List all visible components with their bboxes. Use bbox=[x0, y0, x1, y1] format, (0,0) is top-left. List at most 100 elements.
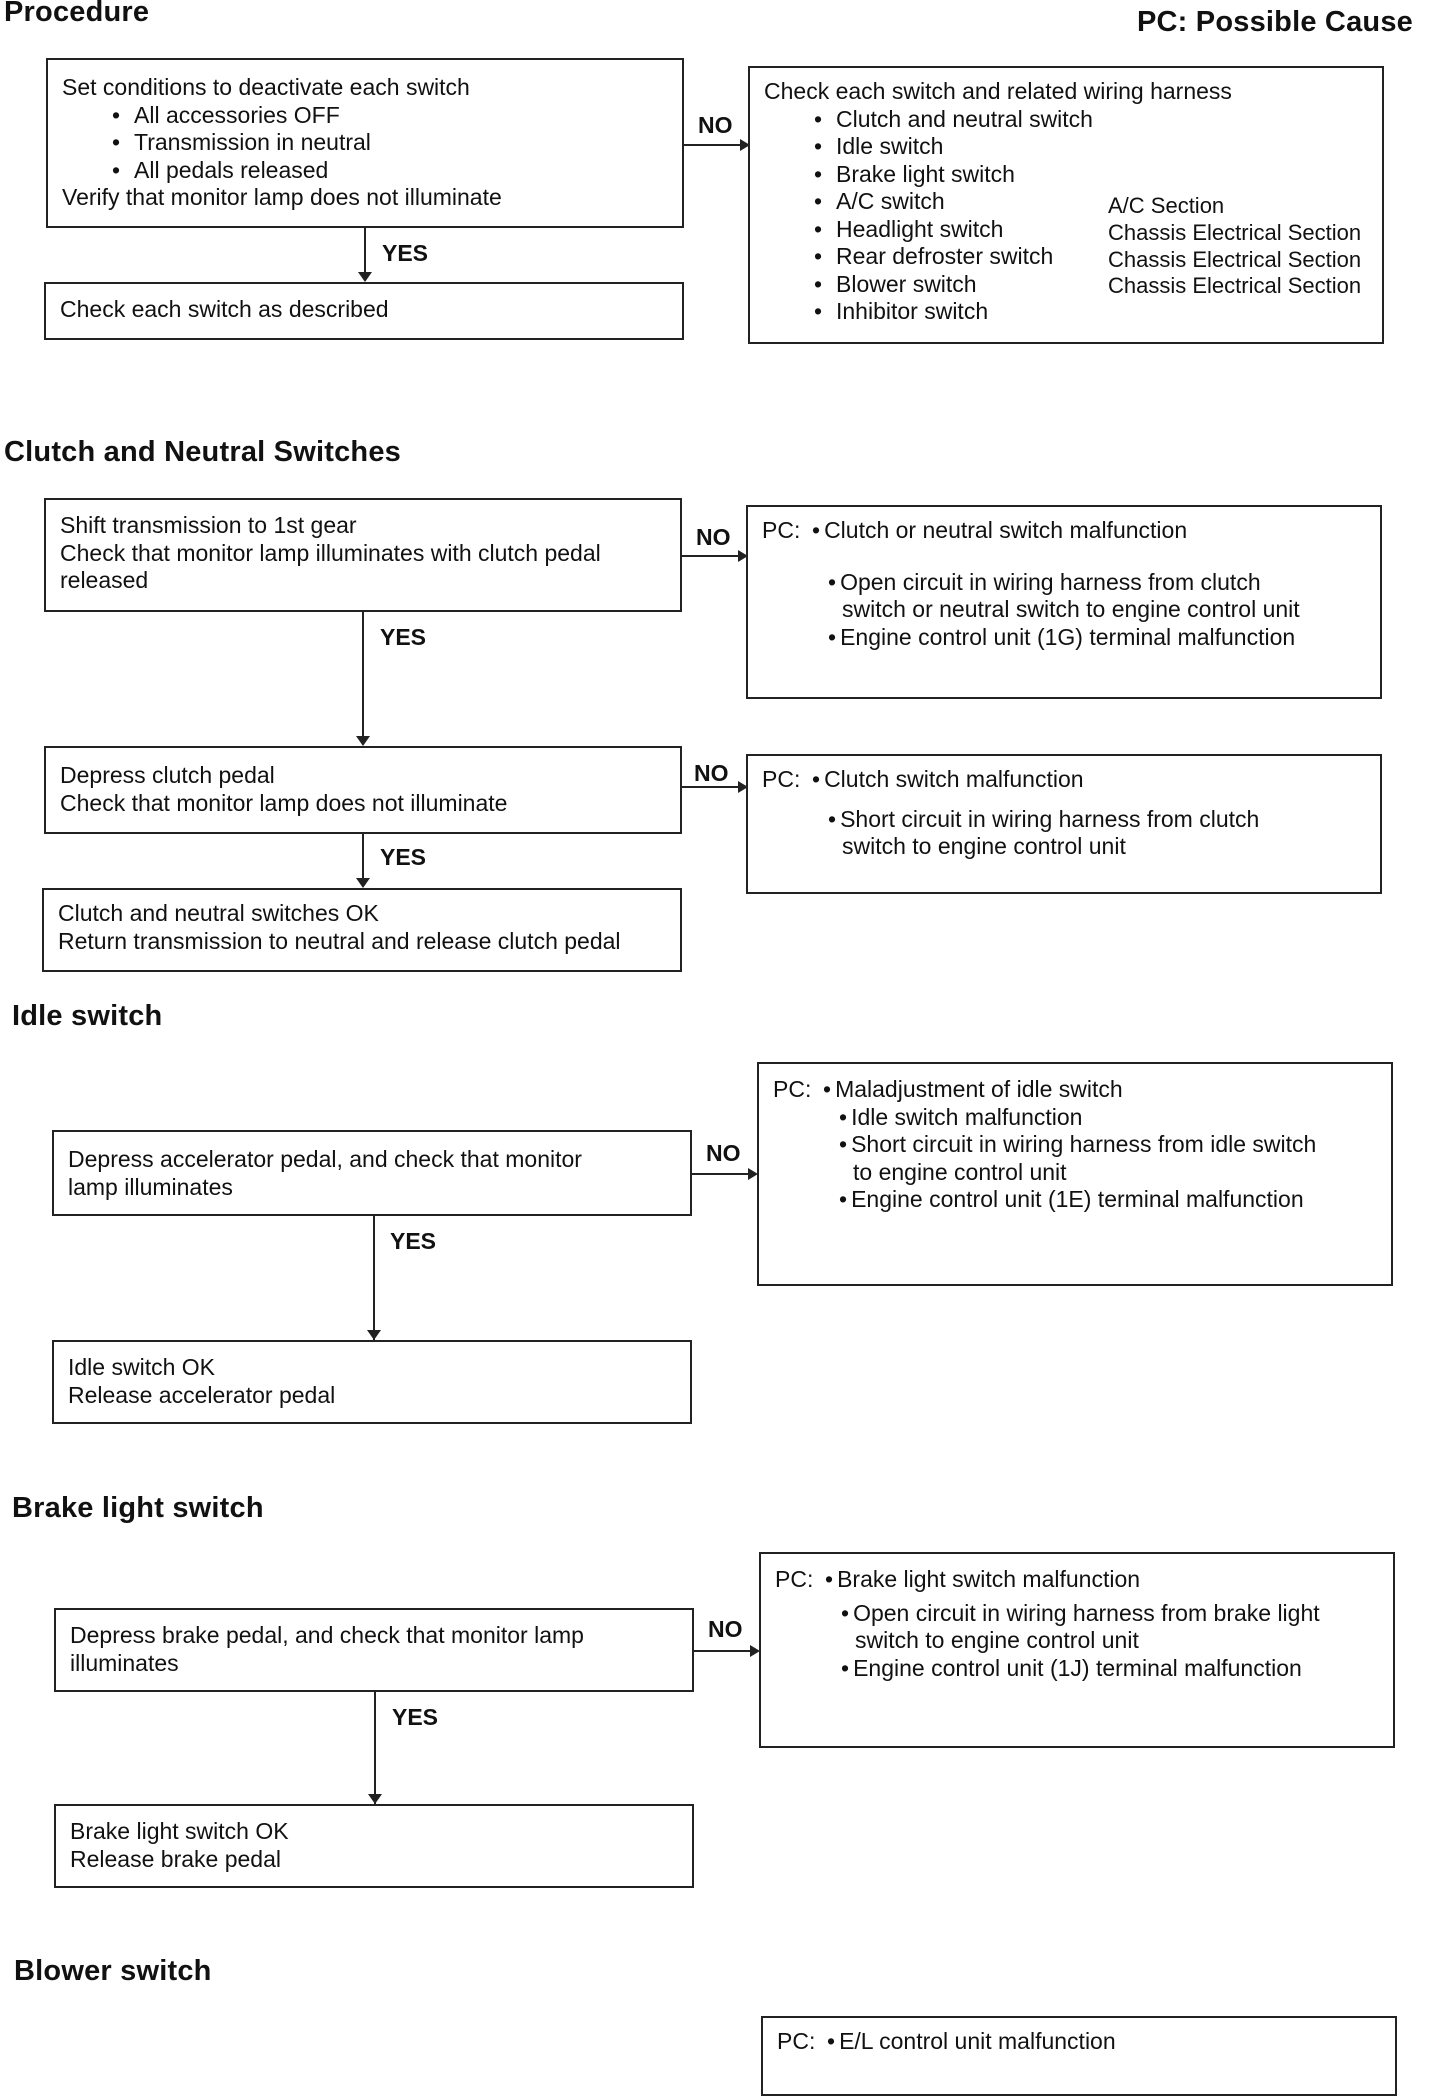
arrowhead-down-icon bbox=[367, 1330, 381, 1340]
pc-label: PC: bbox=[775, 1566, 814, 1592]
pc-item: Idle switch malfunction bbox=[773, 1104, 1377, 1132]
procedure-no-label: NO bbox=[698, 112, 733, 138]
idle-no-connector bbox=[692, 1173, 752, 1175]
arrowhead-down-icon bbox=[368, 1794, 382, 1804]
arrowhead-down-icon bbox=[356, 878, 370, 888]
clutch-pc-box-2: PC: Clutch switch malfunction Short circu… bbox=[746, 754, 1382, 894]
pc-item: E/L control unit malfunction bbox=[827, 2028, 1116, 2056]
idle-ok-line: Idle switch OK bbox=[68, 1354, 215, 1380]
clutch-step2-box: Depress clutch pedal Check that monitor … bbox=[44, 746, 682, 834]
blower-heading: Blower switch bbox=[14, 1955, 212, 1987]
pc-item-continuation: to engine control unit bbox=[853, 1158, 1067, 1185]
clutch-no-label-2: NO bbox=[694, 760, 729, 786]
start-title: Set conditions to deactivate each switch bbox=[62, 74, 470, 100]
pc-label: PC: bbox=[762, 517, 801, 543]
brake-step-box: Depress brake pedal, and check that moni… bbox=[54, 1608, 694, 1692]
section-reference: Chassis Electrical Section bbox=[1108, 247, 1362, 272]
procedure-yes-label: YES bbox=[382, 240, 429, 266]
clutch-no-connector-2 bbox=[682, 786, 742, 788]
section-reference: A/C Section bbox=[1108, 193, 1225, 218]
procedure-no-box: Check each switch and related wiring har… bbox=[748, 66, 1384, 344]
pc-item: Short circuit in wiring harness from clu… bbox=[762, 806, 1366, 834]
clutch-no-label-1: NO bbox=[696, 524, 731, 550]
arrowhead-down-icon bbox=[356, 736, 370, 746]
clutch-yes-label-2: YES bbox=[380, 844, 427, 870]
clutch-step2-line: Check that monitor lamp does not illumin… bbox=[60, 789, 508, 816]
procedure-no-connector bbox=[684, 144, 744, 146]
clutch-no-connector-1 bbox=[682, 555, 742, 557]
clutch-ok-box: Clutch and neutral switches OK Return tr… bbox=[42, 888, 682, 972]
switch-item: Headlight switch bbox=[764, 216, 1368, 244]
switch-item: Brake light switch bbox=[764, 161, 1368, 189]
pc-label: PC: bbox=[777, 2028, 816, 2054]
procedure-yes-box: Check each switch as described bbox=[44, 282, 684, 340]
section-reference: Chassis Electrical Section bbox=[1108, 273, 1362, 298]
idle-heading: Idle switch bbox=[12, 1000, 163, 1032]
pc-item: Engine control unit (1G) terminal malfun… bbox=[762, 624, 1366, 652]
idle-no-label: NO bbox=[706, 1140, 741, 1166]
brake-step-line: Depress brake pedal, and check that moni… bbox=[70, 1622, 584, 1648]
pc-item-continuation: switch to engine control unit bbox=[855, 1627, 1139, 1653]
arrowhead-right-icon bbox=[750, 1645, 760, 1657]
clutch-step1-box: Shift transmission to 1st gear Check tha… bbox=[44, 498, 682, 612]
idle-pc-box: PC: Maladjustment of idle switch Idle swi… bbox=[757, 1062, 1393, 1286]
start-bullet: All pedals released bbox=[62, 157, 668, 185]
procedure-heading: Procedure bbox=[4, 0, 150, 28]
yes-box-text: Check each switch as described bbox=[60, 296, 389, 322]
clutch-yes-label-1: YES bbox=[380, 624, 427, 650]
clutch-yes-connector-1 bbox=[362, 612, 364, 736]
pc-label: PC: bbox=[773, 1076, 812, 1102]
brake-yes-connector bbox=[374, 1692, 376, 1804]
switch-item: Inhibitor switch bbox=[764, 298, 1368, 326]
pc-item: Engine control unit (1J) terminal malfun… bbox=[775, 1655, 1379, 1683]
clutch-yes-connector-2 bbox=[362, 834, 364, 878]
start-bullet: Transmission in neutral bbox=[62, 129, 668, 157]
arrowhead-right-icon bbox=[738, 550, 748, 562]
brake-yes-label: YES bbox=[392, 1704, 439, 1730]
switch-item: Idle switch bbox=[764, 133, 1368, 161]
arrowhead-right-icon bbox=[740, 139, 750, 151]
brake-no-label: NO bbox=[708, 1616, 743, 1642]
idle-ok-box: Idle switch OK Release accelerator pedal bbox=[52, 1340, 692, 1424]
pc-item: Clutch or neutral switch malfunction bbox=[812, 517, 1187, 545]
pc-label: PC: bbox=[762, 766, 801, 792]
brake-heading: Brake light switch bbox=[12, 1492, 264, 1524]
clutch-pc-box-1: PC:Clutch or neutral switch malfunction … bbox=[746, 505, 1382, 699]
idle-step-line: Depress accelerator pedal, and check tha… bbox=[68, 1146, 582, 1172]
clutch-ok-line: Return transmission to neutral and relea… bbox=[58, 927, 621, 954]
pc-item: Open circuit in wiring harness from clut… bbox=[762, 569, 1366, 597]
pc-item: Maladjustment of idle switch bbox=[823, 1076, 1123, 1104]
arrowhead-down-icon bbox=[358, 272, 372, 282]
pc-item: Brake light switch malfunction bbox=[825, 1566, 1140, 1594]
pc-item: Engine control unit (1E) terminal malfun… bbox=[773, 1186, 1377, 1214]
pc-item-continuation: switch or neutral switch to engine contr… bbox=[842, 596, 1300, 622]
pc-item: Clutch switch malfunction bbox=[812, 766, 1084, 794]
section-reference: Chassis Electrical Section bbox=[1108, 220, 1362, 245]
clutch-step1-line: released bbox=[60, 567, 149, 593]
switch-item: A/C switch bbox=[764, 188, 1368, 216]
procedure-yes-connector bbox=[364, 228, 366, 280]
clutch-ok-line: Clutch and neutral switches OK bbox=[58, 900, 379, 926]
brake-ok-box: Brake light switch OK Release brake peda… bbox=[54, 1804, 694, 1888]
arrowhead-right-icon bbox=[748, 1168, 758, 1180]
possible-cause-legend: PC: Possible Cause bbox=[1137, 6, 1413, 38]
brake-ok-line: Brake light switch OK bbox=[70, 1818, 289, 1844]
switch-item: Blower switch bbox=[764, 271, 1368, 299]
pc-item: Short circuit in wiring harness from idl… bbox=[773, 1131, 1377, 1159]
brake-ok-line: Release brake pedal bbox=[70, 1845, 281, 1872]
arrowhead-right-icon bbox=[738, 781, 748, 793]
clutch-step1-line: Shift transmission to 1st gear bbox=[60, 512, 357, 538]
pc-item-continuation: switch to engine control unit bbox=[842, 833, 1126, 859]
clutch-step2-line: Depress clutch pedal bbox=[60, 762, 275, 788]
clutch-step1-line: Check that monitor lamp illuminates with… bbox=[60, 539, 601, 566]
switch-item: Clutch and neutral switch bbox=[764, 106, 1368, 134]
pc-item: Open circuit in wiring harness from brak… bbox=[775, 1600, 1379, 1628]
brake-no-connector bbox=[694, 1650, 754, 1652]
idle-ok-line: Release accelerator pedal bbox=[68, 1381, 336, 1408]
start-footer: Verify that monitor lamp does not illumi… bbox=[62, 184, 502, 210]
switch-item: Rear defroster switch bbox=[764, 243, 1368, 271]
idle-yes-connector bbox=[373, 1216, 375, 1340]
brake-pc-box: PC: Brake light switch malfunction Open c… bbox=[759, 1552, 1395, 1748]
idle-step-line: lamp illuminates bbox=[68, 1173, 233, 1200]
idle-step-box: Depress accelerator pedal, and check tha… bbox=[52, 1130, 692, 1216]
